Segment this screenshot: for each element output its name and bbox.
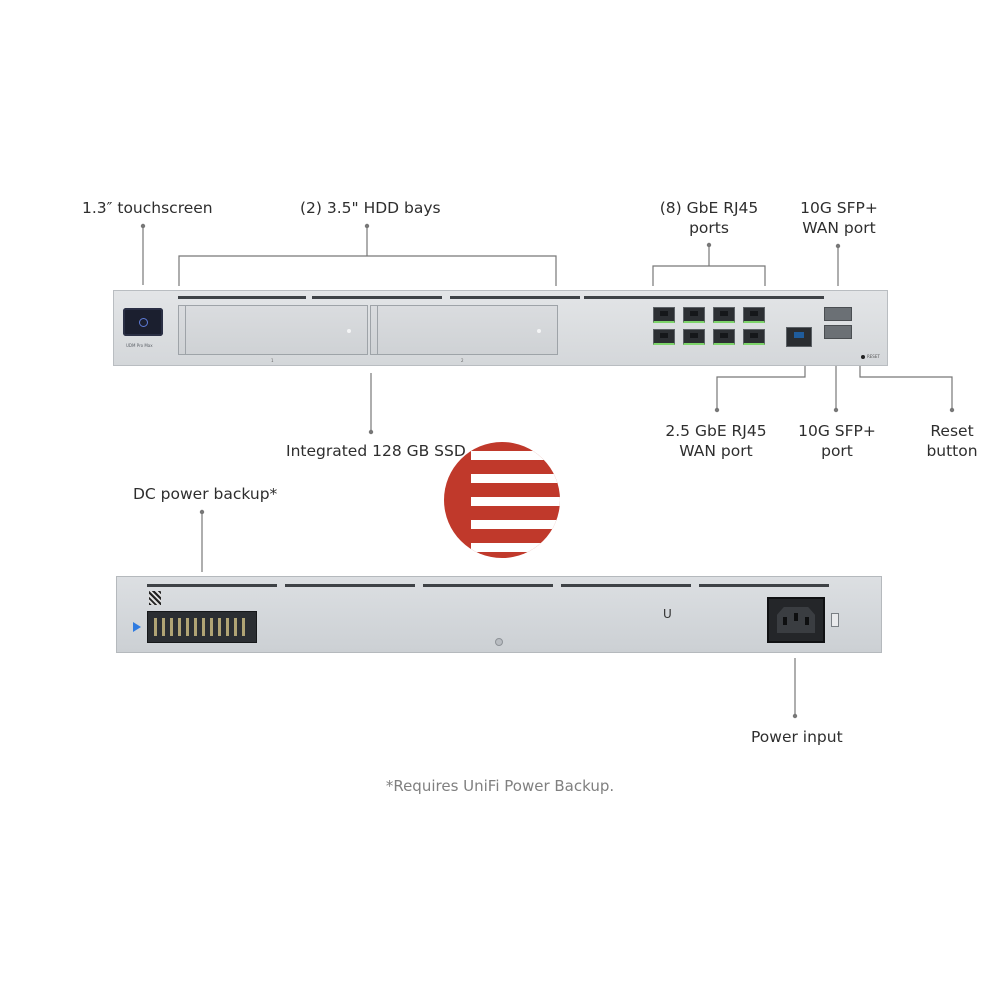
- vent: [178, 296, 306, 299]
- rj45-port[interactable]: [713, 329, 735, 345]
- sfp-wan-label-line2: WAN port: [802, 219, 876, 237]
- striped-circle-logo-icon: [444, 442, 560, 558]
- screw-icon: [495, 638, 503, 646]
- blue-triangle-arrow-icon: [133, 622, 141, 632]
- rj45-port[interactable]: [743, 307, 765, 323]
- wan-rj45-port[interactable]: [786, 327, 812, 347]
- qr-code-icon: [149, 591, 161, 605]
- gbe-ports-label-line2: ports: [689, 219, 729, 237]
- gbe-ports-label: (8) GbE RJ45 ports: [650, 198, 768, 238]
- dc-power-connector[interactable]: [147, 611, 257, 643]
- reset-button[interactable]: [861, 355, 865, 359]
- model-text: UDM Pro Max: [126, 343, 153, 348]
- vent: [312, 296, 442, 299]
- wan25-label: 2.5 GbE RJ45 WAN port: [660, 421, 772, 461]
- bay-led-icon: [537, 329, 541, 333]
- reset-label-line2: button: [926, 442, 978, 460]
- gbe-ports-label-line1: (8) GbE RJ45: [659, 199, 759, 217]
- touchscreen-display[interactable]: [123, 308, 163, 336]
- dc-backup-label: DC power backup*: [133, 485, 278, 503]
- rj45-port-grid: [653, 307, 769, 351]
- gbe-bracket: [652, 265, 766, 286]
- touchscreen-label: 1.3″ touchscreen: [82, 199, 213, 217]
- bay-number: 1: [271, 358, 274, 363]
- power-input-label: Power input: [751, 728, 843, 746]
- wan25-label-line1: 2.5 GbE RJ45: [665, 422, 767, 440]
- connector-pins: [154, 618, 250, 636]
- sfp-wan-port[interactable]: [824, 307, 852, 321]
- rj45-port[interactable]: [713, 307, 735, 323]
- sfp-port-label: 10G SFP+ port: [790, 421, 884, 461]
- reset-label: Reset button: [916, 421, 988, 461]
- ssd-label: Integrated 128 GB SSD: [286, 442, 466, 460]
- vent: [285, 584, 415, 587]
- rj45-port[interactable]: [653, 307, 675, 323]
- rj45-port[interactable]: [653, 329, 675, 345]
- bay-number: 2: [461, 358, 464, 363]
- device-back-panel: U: [116, 576, 882, 653]
- bay-handle[interactable]: [179, 306, 186, 354]
- hdd-bay-1[interactable]: [178, 305, 368, 355]
- vent: [423, 584, 553, 587]
- reset-label-line1: Reset: [930, 422, 974, 440]
- sfp-port[interactable]: [824, 325, 852, 339]
- socket-pin: [783, 617, 787, 625]
- wan25-label-line2: WAN port: [679, 442, 753, 460]
- vent: [699, 584, 829, 587]
- rj45-port[interactable]: [743, 329, 765, 345]
- sfp-wan-label-line1: 10G SFP+: [800, 199, 878, 217]
- device-front-panel: UDM Pro Max 1 2 RESET: [113, 290, 888, 366]
- hdd-bracket: [178, 255, 557, 286]
- socket-pin: [805, 617, 809, 625]
- wan25-callout: [716, 364, 806, 410]
- socket-pin: [794, 613, 798, 621]
- bay-led-icon: [347, 329, 351, 333]
- vent: [561, 584, 691, 587]
- ground-terminal: [831, 613, 839, 627]
- hdd-bays-label: (2) 3.5" HDD bays: [300, 199, 441, 217]
- ubiquiti-logo-icon: U: [663, 607, 672, 621]
- vent: [147, 584, 277, 587]
- hdd-bay-2[interactable]: [370, 305, 558, 355]
- ac-power-socket[interactable]: [767, 597, 825, 643]
- sfp-port-label-line2: port: [821, 442, 853, 460]
- vent: [450, 296, 580, 299]
- rj45-port[interactable]: [683, 329, 705, 345]
- sfp-wan-label: 10G SFP+ WAN port: [790, 198, 888, 238]
- reset-callout: [859, 364, 953, 410]
- reset-text: RESET: [867, 354, 880, 359]
- sfp-port-label-line1: 10G SFP+: [798, 422, 876, 440]
- screen-ring-icon: [139, 318, 148, 327]
- vent: [584, 296, 824, 299]
- rj45-port[interactable]: [683, 307, 705, 323]
- footnote: *Requires UniFi Power Backup.: [385, 777, 615, 795]
- bay-handle[interactable]: [371, 306, 378, 354]
